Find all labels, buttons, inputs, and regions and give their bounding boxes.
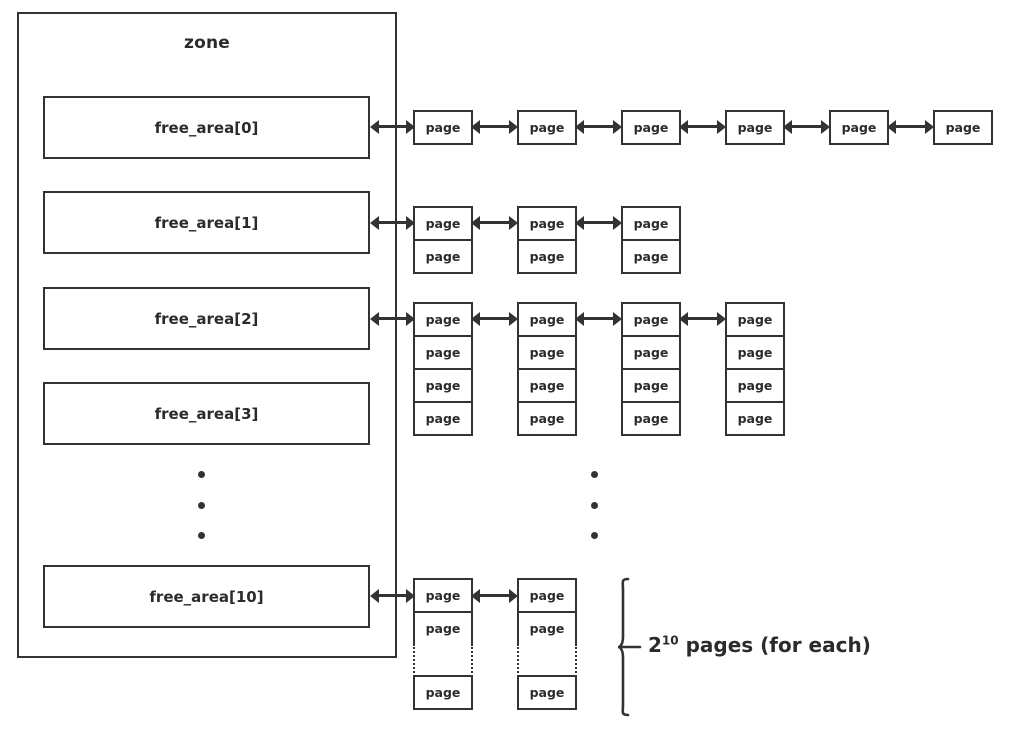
free-area-1-label: free_area[1] bbox=[154, 213, 259, 232]
page-cell: page bbox=[517, 335, 577, 370]
connector-row0-1-2 bbox=[471, 120, 518, 134]
page-cell: page bbox=[725, 302, 785, 337]
block-row2-2[interactable]: page page page page bbox=[517, 302, 577, 436]
free-area-10[interactable]: free_area[10] bbox=[43, 565, 370, 628]
pages-per-block-brace bbox=[617, 576, 654, 722]
block-row0-3[interactable]: page bbox=[621, 110, 681, 145]
page-cell: page bbox=[413, 335, 473, 370]
brace-text: pages (for each) bbox=[678, 633, 871, 657]
free-area-0-label: free_area[0] bbox=[154, 118, 259, 137]
connector-row0-4-5 bbox=[783, 120, 830, 134]
page-cell: page bbox=[413, 302, 473, 337]
lists-vertical-ellipsis bbox=[587, 471, 601, 539]
page-cell: page bbox=[621, 206, 681, 241]
block-row2-3[interactable]: page page page page bbox=[621, 302, 681, 436]
connector-row0-2-3 bbox=[575, 120, 622, 134]
connector-row0-5-6 bbox=[887, 120, 934, 134]
connector-free-area-10 bbox=[370, 589, 415, 603]
page-cell: page bbox=[621, 239, 681, 274]
block-row2-4[interactable]: page page page page bbox=[725, 302, 785, 436]
free-area-1[interactable]: free_area[1] bbox=[43, 191, 370, 254]
page-cell: page bbox=[413, 239, 473, 274]
free-area-2[interactable]: free_area[2] bbox=[43, 287, 370, 350]
page-cell: page bbox=[517, 611, 577, 646]
page-cell: page bbox=[517, 239, 577, 274]
block-row1-3[interactable]: page page bbox=[621, 206, 681, 274]
page-cell: page bbox=[413, 675, 473, 710]
connector-free-area-0 bbox=[370, 120, 415, 134]
zone-vertical-ellipsis bbox=[194, 471, 208, 539]
page-cell: page bbox=[621, 401, 681, 436]
connector-row0-3-4 bbox=[679, 120, 726, 134]
block-row0-4[interactable]: page bbox=[725, 110, 785, 145]
block-row0-2[interactable]: page bbox=[517, 110, 577, 145]
page-cell: page bbox=[725, 401, 785, 436]
page-cell: page bbox=[517, 368, 577, 403]
block-row10-2[interactable]: page page page bbox=[517, 578, 577, 710]
pages-per-block-label: 210 pages (for each) bbox=[648, 633, 871, 657]
page-cell: page bbox=[413, 611, 473, 646]
connector-row2-1-2 bbox=[471, 312, 518, 326]
connector-row1-2-3 bbox=[575, 216, 622, 230]
page-cell: page bbox=[413, 401, 473, 436]
page-cell: page bbox=[517, 578, 577, 613]
free-area-3-label: free_area[3] bbox=[154, 404, 259, 423]
brace-base: 2 bbox=[648, 633, 662, 657]
page-truncation-gap bbox=[413, 644, 473, 677]
page-cell: page bbox=[933, 110, 993, 145]
block-row0-6[interactable]: page bbox=[933, 110, 993, 145]
block-row0-5[interactable]: page bbox=[829, 110, 889, 145]
page-cell: page bbox=[517, 110, 577, 145]
page-cell: page bbox=[829, 110, 889, 145]
free-area-3[interactable]: free_area[3] bbox=[43, 382, 370, 445]
page-cell: page bbox=[621, 368, 681, 403]
block-row1-1[interactable]: page page bbox=[413, 206, 473, 274]
page-cell: page bbox=[725, 335, 785, 370]
connector-row2-2-3 bbox=[575, 312, 622, 326]
page-cell: page bbox=[517, 206, 577, 241]
block-row0-1[interactable]: page bbox=[413, 110, 473, 145]
page-cell: page bbox=[413, 206, 473, 241]
page-cell: page bbox=[621, 302, 681, 337]
connector-row2-3-4 bbox=[679, 312, 726, 326]
page-cell: page bbox=[517, 401, 577, 436]
connector-free-area-2 bbox=[370, 312, 415, 326]
zone-title: zone bbox=[183, 33, 230, 53]
page-cell: page bbox=[413, 110, 473, 145]
page-cell: page bbox=[517, 675, 577, 710]
connector-free-area-1 bbox=[370, 216, 415, 230]
free-area-10-label: free_area[10] bbox=[149, 587, 264, 606]
page-cell: page bbox=[517, 302, 577, 337]
free-area-0[interactable]: free_area[0] bbox=[43, 96, 370, 159]
page-cell: page bbox=[725, 368, 785, 403]
block-row2-1[interactable]: page page page page bbox=[413, 302, 473, 436]
connector-row10-1-2 bbox=[471, 589, 518, 603]
page-cell: page bbox=[621, 110, 681, 145]
page-truncation-gap bbox=[517, 644, 577, 677]
free-area-2-label: free_area[2] bbox=[154, 309, 259, 328]
zone-container bbox=[17, 12, 397, 658]
page-cell: page bbox=[725, 110, 785, 145]
block-row10-1[interactable]: page page page bbox=[413, 578, 473, 710]
page-cell: page bbox=[621, 335, 681, 370]
brace-exponent: 10 bbox=[661, 633, 679, 648]
page-cell: page bbox=[413, 578, 473, 613]
connector-row1-1-2 bbox=[471, 216, 518, 230]
page-cell: page bbox=[413, 368, 473, 403]
block-row1-2[interactable]: page page bbox=[517, 206, 577, 274]
